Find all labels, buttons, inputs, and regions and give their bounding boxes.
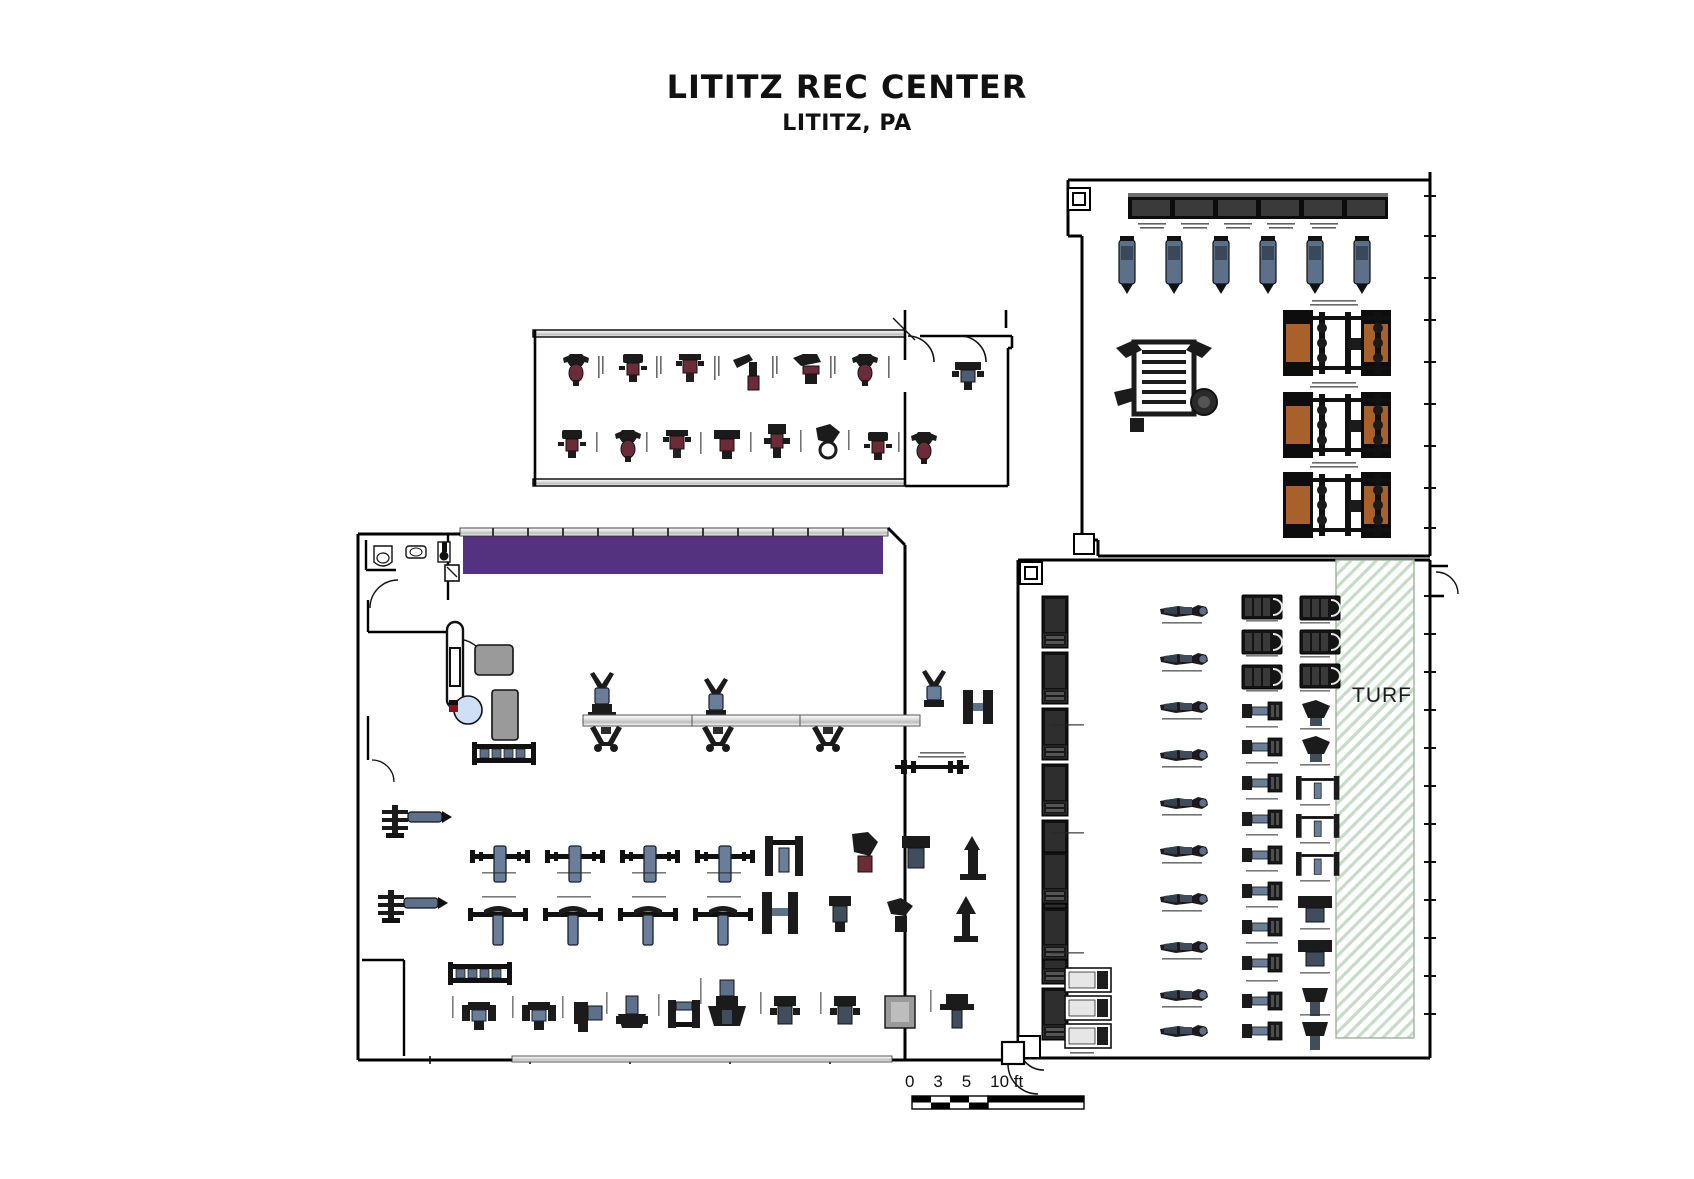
scale-bar [911,1095,1085,1110]
room-cardio-deck [1016,558,1459,1071]
restroom-fixtures [373,541,451,567]
isolated-machine [952,362,984,390]
turf-strip [1335,559,1415,1039]
scale-tick-5: 5 [961,1072,972,1091]
turf-zone-label: TURF [1352,684,1412,707]
stair-climber-row [1295,595,1341,1050]
scale-unit: ft [1013,1072,1024,1091]
seated-cardio-lower [1064,967,1112,1049]
stretch-platform-zone [459,527,889,574]
upper-treadmill-bank [1128,193,1388,229]
room-strength-training [1065,172,1436,558]
power-rack-platform-group [1283,300,1391,538]
scale-tick-0: 0 [905,1072,915,1091]
scale-tick-10: 10 [990,1072,1010,1091]
right-rack-group [895,670,993,774]
wall-cable-station [378,805,452,923]
room-selectorized-machines [532,310,1014,488]
entry-vestibule [1000,1040,1039,1095]
scale-tick-3: 3 [933,1072,943,1091]
selectorized-row-lower [557,424,938,465]
reception-desk [445,620,519,741]
mid-room-machines [762,832,986,942]
scale-bar-labels: 0 3 5 10 ft [905,1072,1023,1092]
upright-bike-row [1118,236,1371,294]
room-main-fitness-floor [356,526,1018,1064]
plate-loaded-row [461,979,974,1032]
selectorized-row-upper [562,353,879,391]
